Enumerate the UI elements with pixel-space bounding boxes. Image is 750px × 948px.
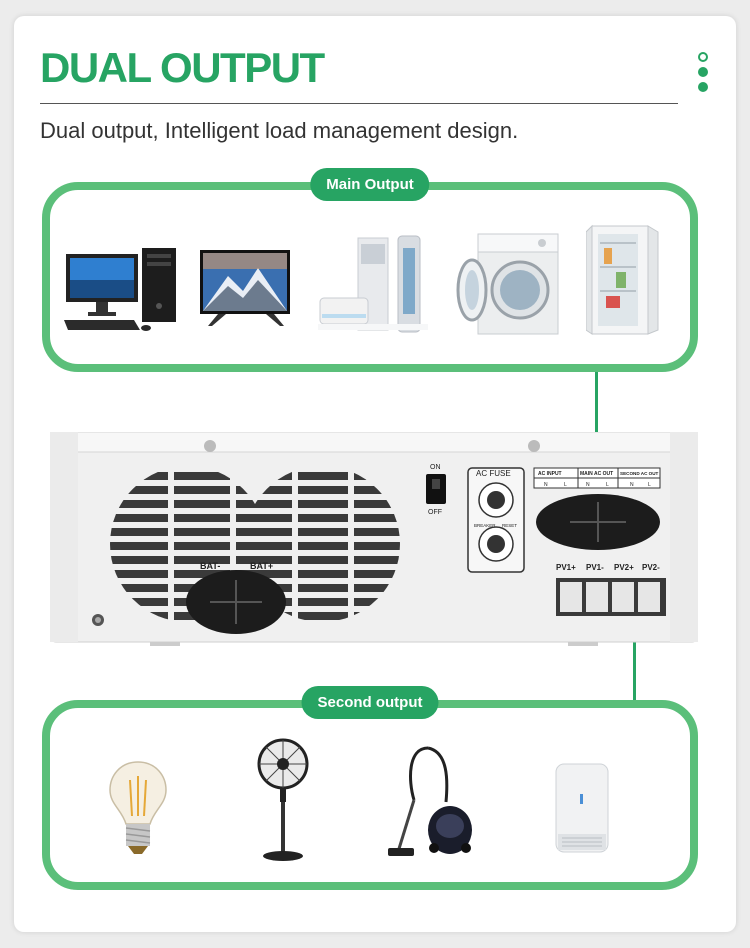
bat-plus-label: BAT+ (250, 561, 273, 571)
vacuum-cleaner-icon (388, 746, 472, 856)
ac-input-label: AC INPUT (538, 471, 562, 477)
inverter-unit: BAT- BAT+ ON OFF AC FUSE BREAKER RESET A… (50, 432, 698, 646)
second-output-label: Second output (301, 686, 439, 719)
main-ac-out-label: MAIN AC OUT (580, 471, 613, 477)
terminal-n-label: N (586, 482, 590, 488)
main-output-group: Main Output (42, 168, 698, 372)
switch-on-label: ON (430, 464, 441, 471)
pv2-minus-label: PV2- (642, 563, 660, 572)
switch-off-label: OFF (428, 509, 442, 516)
computer-icon (64, 248, 176, 331)
terminal-n-label: N (544, 482, 548, 488)
pv1-minus-label: PV1- (586, 563, 604, 572)
pv1-plus-label: PV1+ (556, 563, 576, 572)
pv2-plus-label: PV2+ (614, 563, 634, 572)
terminal-l-label: L (648, 482, 651, 488)
breaker-reset-button[interactable] (487, 491, 505, 509)
breaker-label: BREAKER (474, 523, 496, 528)
main-output-connector (595, 372, 598, 480)
terminal-n-label: N (630, 482, 634, 488)
ac-fuse-label: AC FUSE (476, 469, 511, 478)
screw-icon (204, 440, 216, 452)
screw-icon (528, 440, 540, 452)
terminal-l-label: L (564, 482, 567, 488)
reset-label: RESET (502, 523, 517, 528)
tv-icon (200, 250, 290, 326)
light-bulb-icon (109, 761, 167, 854)
terminal-l-label: L (606, 482, 609, 488)
second-output-group: Second output (42, 686, 698, 890)
second-ac-out-label: SECOND AC OUT (620, 471, 659, 476)
air-conditioner-icon (318, 235, 428, 333)
main-output-label: Main Output (310, 168, 430, 201)
title-divider (40, 103, 678, 104)
page-title: DUAL OUTPUT (40, 44, 325, 91)
bat-minus-label: BAT- (200, 561, 220, 571)
pv-terminal-block (556, 578, 666, 616)
refrigerator-icon (586, 224, 659, 335)
washing-machine-icon (456, 233, 559, 335)
breaker-reset-button[interactable] (487, 535, 505, 553)
stand-fan-icon (257, 738, 309, 861)
air-purifier-icon (555, 763, 609, 853)
page-subtitle: Dual output, Intelligent load management… (40, 118, 519, 143)
more-dots-icon (698, 52, 710, 97)
